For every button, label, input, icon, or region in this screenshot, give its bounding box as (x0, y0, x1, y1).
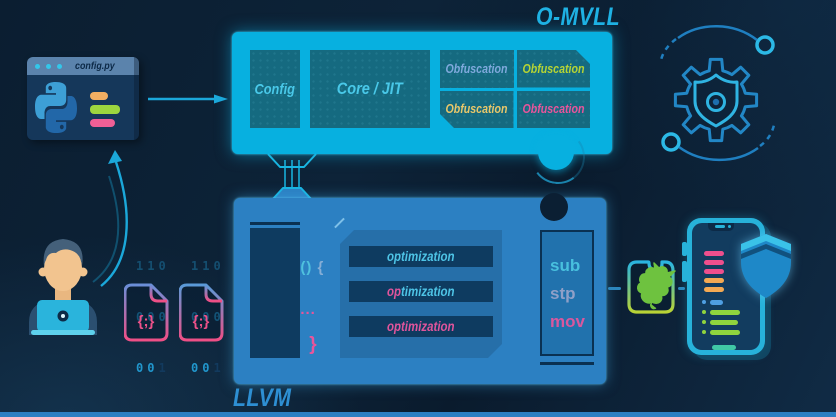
svg-text:{;}: {;} (138, 313, 155, 330)
svg-text:{;}: {;} (193, 313, 210, 330)
asm-instruction: mov (550, 312, 585, 331)
app-list-bar (710, 319, 738, 325)
divider (250, 222, 300, 225)
list-dot (702, 320, 706, 324)
optimization-pass: optimization (349, 246, 493, 267)
omvll-title: O-MVLL (536, 3, 621, 31)
code-line: } (309, 334, 318, 355)
code-bar-orange (90, 92, 108, 100)
obfuscation-pass-label: Obfuscation (522, 61, 585, 76)
app-list-bar (704, 287, 724, 292)
llvm-dragon-file-icon (627, 260, 676, 314)
config-module: Config (250, 50, 300, 128)
asm-instruction: stp (550, 284, 576, 303)
code-bar-green (90, 105, 120, 114)
arrow-config-to-omvll (148, 94, 228, 104)
llvm-box: () { ... } optimization optimization opt… (234, 198, 606, 384)
source-file-icon: {;} (124, 283, 169, 342)
source-file-icon: {;} (179, 283, 224, 342)
developer-at-laptop-icon (29, 239, 97, 335)
divider (540, 362, 594, 365)
optimization-pass: optimization (349, 316, 493, 337)
window-dot-icon (46, 63, 51, 69)
omvll-box: Config Core / JIT Obfuscation Obfuscatio… (232, 32, 612, 154)
dashed-connector (678, 287, 685, 290)
window-edge-shade (134, 57, 139, 140)
code-bar-pink (90, 119, 115, 127)
dashed-connector (608, 287, 621, 290)
list-dot (702, 300, 706, 304)
phone-button (682, 261, 687, 282)
security-gear-shield-icon (659, 25, 776, 162)
list-dot (702, 310, 706, 314)
arrow-developer-to-config (92, 150, 128, 287)
llvm-title: LLVM (233, 384, 292, 412)
optimization-pipeline-panel: optimization optimization optimization (340, 230, 502, 358)
socket-notch (540, 193, 568, 221)
config-module-label: Config (254, 80, 296, 98)
config-window-titlebar: config.py (27, 57, 139, 75)
config-window-title: config.py (75, 60, 115, 72)
camera-icon (728, 225, 731, 228)
app-list-bar (704, 251, 724, 256)
app-list-bar (710, 309, 740, 315)
phone-notch (708, 223, 734, 231)
app-list-bar (710, 329, 740, 335)
obfuscation-pass-label: Obfuscation (445, 102, 508, 117)
app-list-bar (704, 269, 724, 274)
app-list-bar (704, 260, 724, 265)
plug-connector-icon (267, 153, 317, 200)
optimization-pass: optimization (349, 281, 493, 302)
obfuscation-pass-cell: Obfuscation (440, 91, 514, 129)
assembly-output-panel: sub stp mov (540, 230, 594, 356)
core-jit-module: Core / JIT (310, 50, 430, 128)
app-list-bar (704, 278, 724, 283)
window-dot-icon (35, 63, 40, 69)
obfuscation-grid: Obfuscation Obfuscation Obfuscation Obfu… (440, 50, 590, 128)
home-bar (712, 345, 736, 350)
obfuscation-pass-cell: Obfuscation (516, 90, 590, 128)
obfuscation-pass-label: Obfuscation (445, 61, 508, 76)
obfuscation-pass-cell: Obfuscation (517, 50, 591, 88)
asm-instruction: sub (550, 256, 581, 275)
obfuscation-pass-cell: Obfuscation (440, 50, 514, 88)
python-logo-icon (35, 81, 77, 134)
core-jit-module-label: Core / JIT (337, 79, 403, 98)
corner-accent (334, 217, 345, 229)
code-line: () { (300, 259, 325, 276)
obfuscation-pass-label: Obfuscation (522, 102, 585, 117)
source-code-panel: () { ... } (250, 228, 323, 358)
config-py-window: config.py (27, 57, 139, 140)
list-dot (702, 330, 706, 334)
shield-badge-icon (741, 234, 791, 298)
code-line: ... (300, 301, 316, 318)
speaker-icon (715, 225, 725, 228)
bottom-accent-strip (0, 412, 836, 417)
ball-connector-icon (538, 134, 574, 170)
config-window-body (27, 75, 139, 140)
phone-button (682, 242, 687, 256)
window-dot-icon (57, 63, 62, 69)
app-list-bar (710, 299, 723, 305)
